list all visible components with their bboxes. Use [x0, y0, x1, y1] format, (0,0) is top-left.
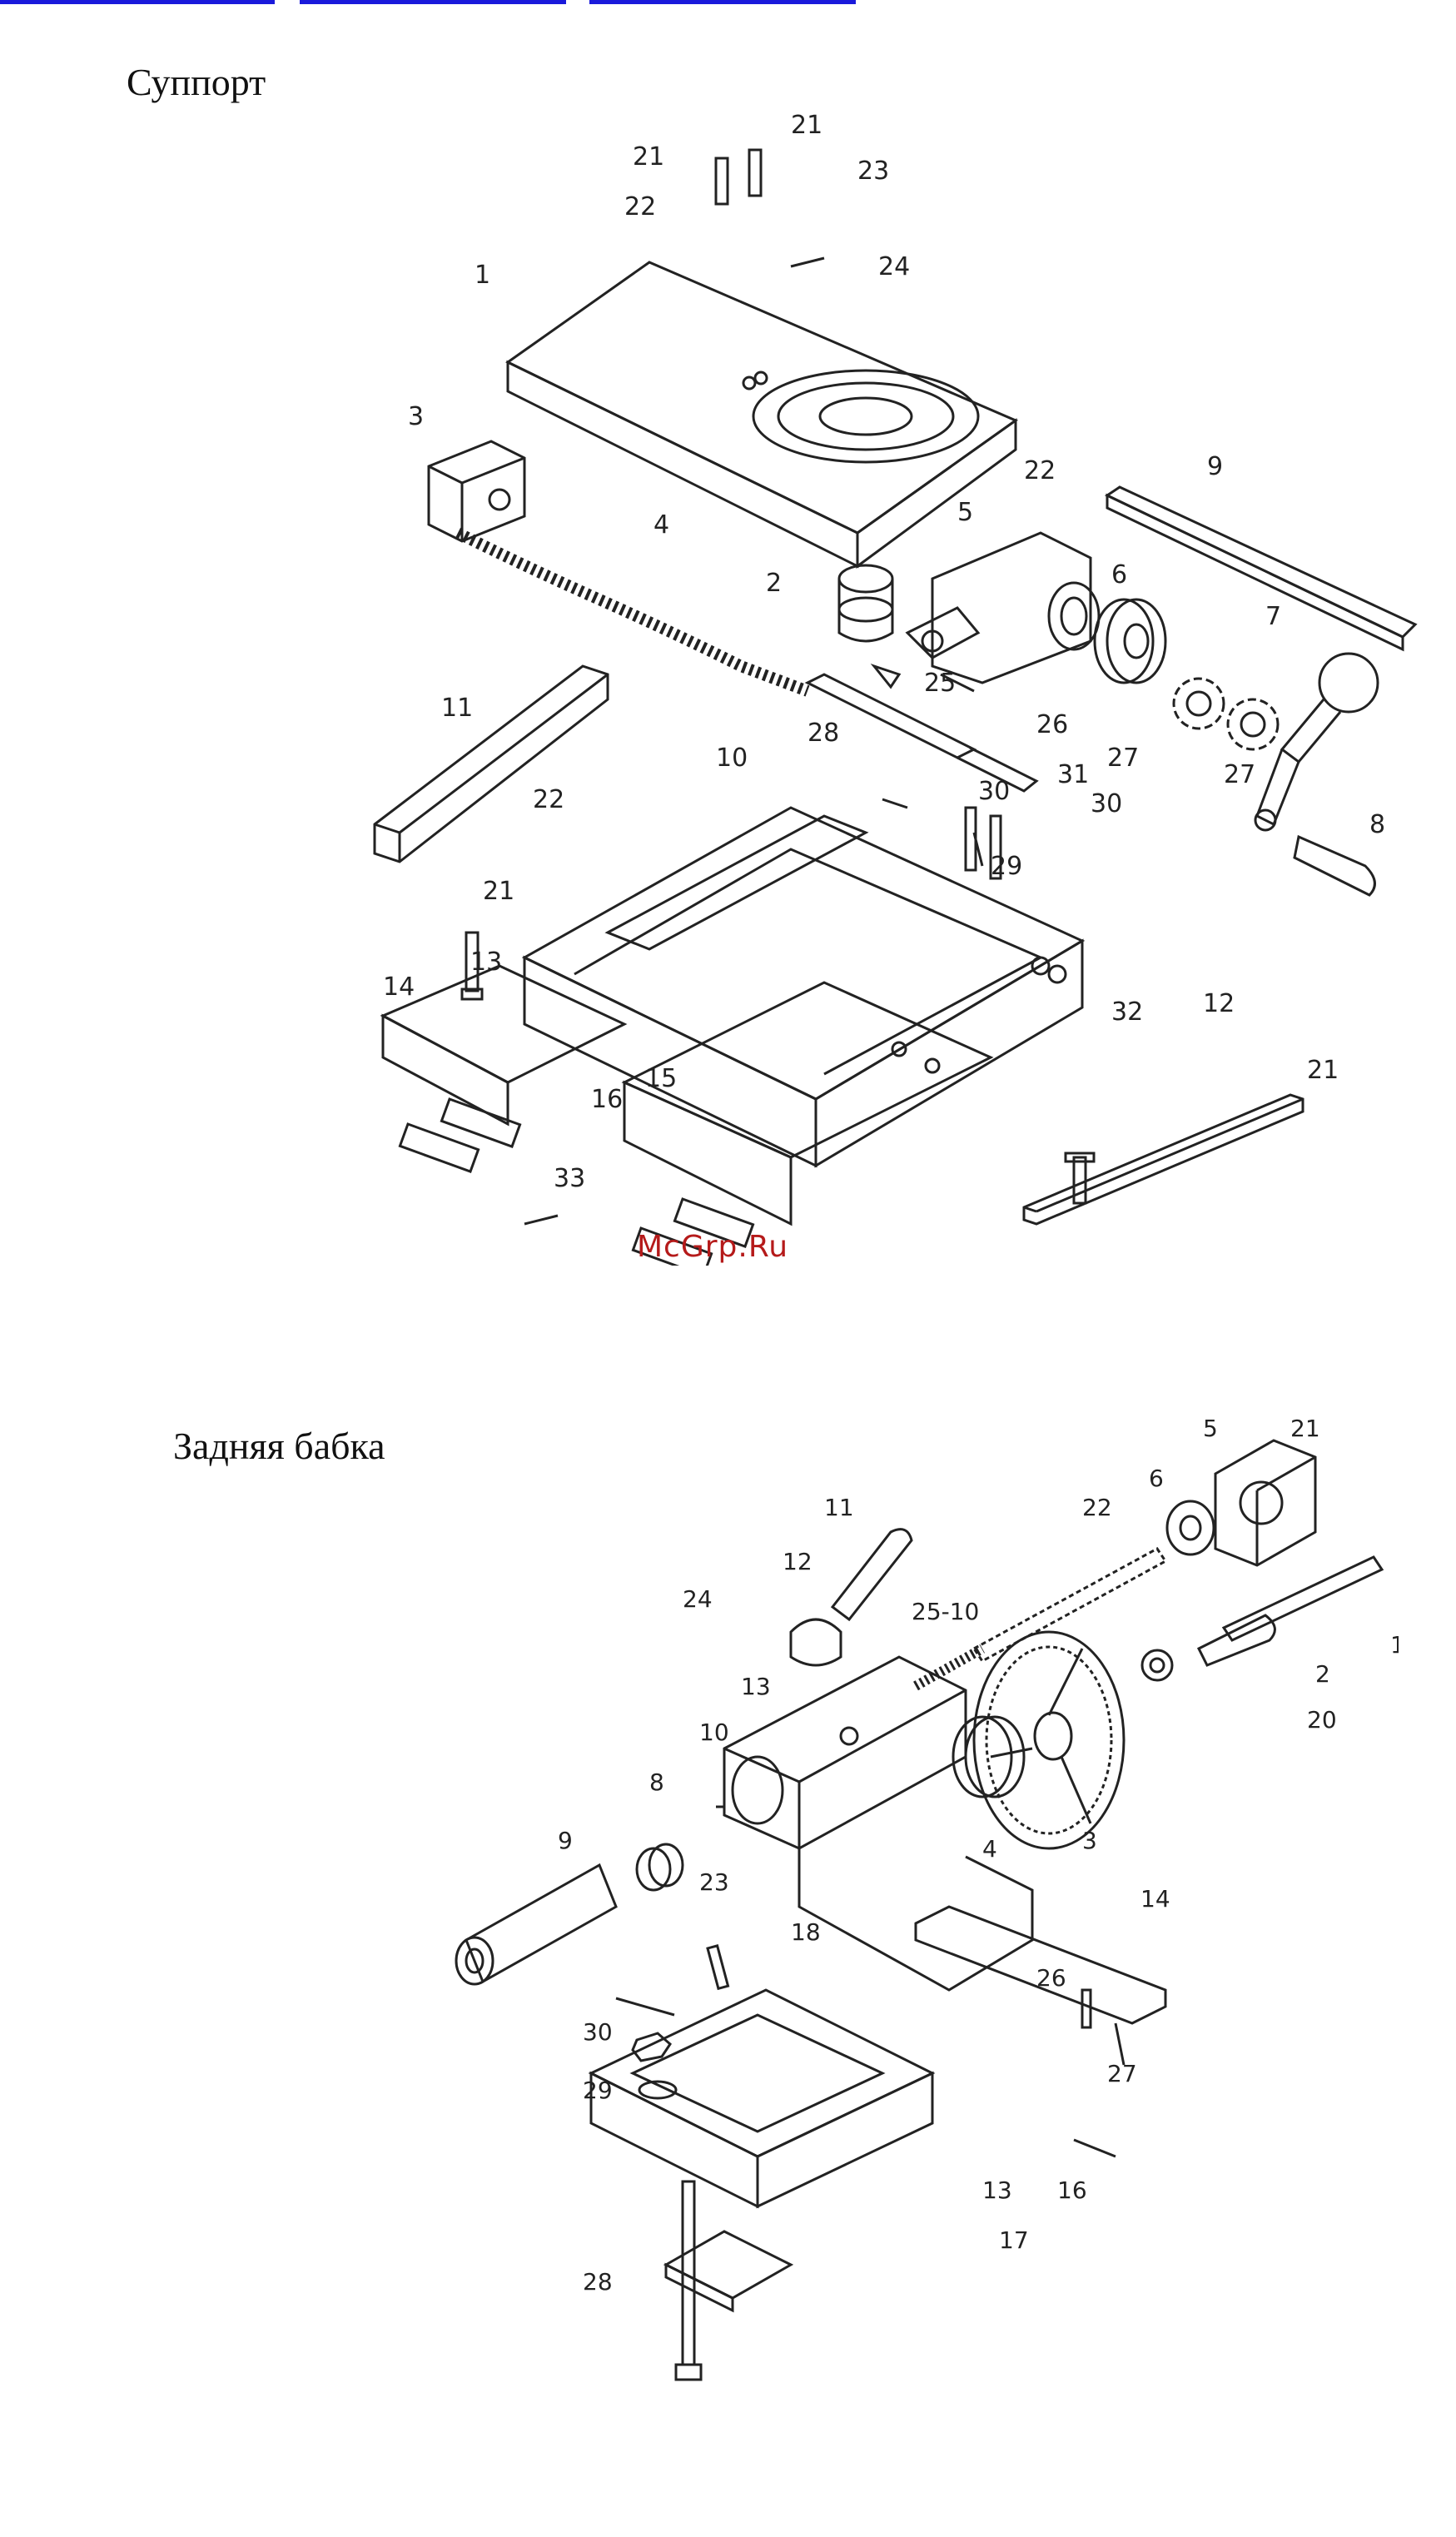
label: 30 [583, 2018, 613, 2046]
label: 2 [1315, 1660, 1330, 1688]
label: 29 [991, 852, 1022, 881]
label: 10 [699, 1719, 729, 1746]
label: 4 [982, 1835, 997, 1863]
label: 23 [699, 1868, 729, 1896]
section-title-tailstock: Задняя бабка [173, 1424, 385, 1468]
label: 28 [583, 2268, 613, 2296]
support-part-labels: 21 21 22 23 24 1 3 4 2 22 5 9 6 7 25 26 … [383, 111, 1385, 1193]
label: 30 [1091, 789, 1122, 818]
label: 21 [791, 111, 822, 140]
label: 5 [957, 498, 973, 527]
label: 16 [1057, 2176, 1087, 2204]
label: 1 [475, 261, 490, 290]
label: 13 [741, 1673, 771, 1700]
label: 14 [383, 973, 415, 1002]
part-saddle-base [383, 966, 991, 1224]
label: 25-10 [912, 1598, 979, 1625]
label: 14 [1140, 1885, 1170, 1913]
part-handle-lever [1255, 654, 1378, 830]
watermark: McGrp.Ru [637, 1230, 788, 1264]
label: 21 [1290, 1415, 1320, 1442]
label: 22 [533, 785, 564, 814]
label: 29 [583, 2077, 613, 2104]
part-long-bar [1107, 487, 1415, 649]
part-handwheel [974, 1632, 1124, 1848]
label: 6 [1111, 560, 1127, 589]
nav-link-1[interactable] [0, 0, 275, 4]
label: 12 [1203, 989, 1235, 1018]
part-bottom-clamp [666, 2231, 791, 2311]
label: 23 [857, 157, 889, 186]
support-exploded-diagram: 21 21 22 23 24 1 3 4 2 22 5 9 6 7 25 26 … [358, 100, 1440, 1266]
label: 31 [1057, 760, 1089, 789]
label: 13 [982, 2176, 1012, 2204]
label: 7 [1265, 602, 1281, 631]
label: 21 [1307, 1056, 1339, 1085]
label: 11 [441, 694, 473, 723]
label: 11 [824, 1494, 854, 1521]
label: 27 [1224, 760, 1255, 789]
label: 32 [1111, 997, 1143, 1027]
label: 9 [1207, 452, 1223, 481]
nav-link-2[interactable] [300, 0, 566, 4]
part-nut [839, 565, 892, 641]
label: 21 [483, 877, 514, 906]
label: 2 [766, 569, 782, 598]
label: 13 [470, 948, 502, 977]
label: 27 [1107, 2060, 1137, 2087]
label: 22 [624, 192, 656, 221]
tailstock-exploded-diagram: 5 21 11 6 22 12 24 25-10 1 2 13 10 20 8 … [450, 1407, 1399, 2490]
part-star-nuts [1174, 679, 1278, 749]
part-top-slide [508, 262, 1016, 566]
label: 3 [1082, 1827, 1097, 1854]
label: 4 [653, 510, 669, 540]
label: 25 [924, 669, 956, 698]
part-base-plate [591, 1990, 932, 2206]
part-block [429, 441, 524, 541]
label: 26 [1036, 1964, 1066, 1992]
label: 24 [878, 252, 910, 281]
label: 1 [1390, 1631, 1399, 1659]
part-bolt [1199, 1557, 1382, 1665]
label: 15 [645, 1064, 677, 1093]
part-gib-rail [375, 666, 608, 862]
part-clamp-cap [791, 1619, 841, 1665]
label: 22 [1024, 456, 1056, 485]
label: 10 [716, 744, 748, 773]
tailstock-part-labels: 5 21 11 6 22 12 24 25-10 1 2 13 10 20 8 … [558, 1415, 1399, 2296]
label: 26 [1036, 710, 1068, 739]
part-bushing [637, 1844, 683, 1890]
label: 33 [554, 1164, 585, 1193]
label: 17 [999, 2226, 1029, 2254]
part-disc [1095, 599, 1165, 683]
label: 24 [683, 1585, 713, 1613]
label: 30 [978, 777, 1010, 806]
label: 28 [808, 719, 839, 748]
part-nut [1142, 1650, 1172, 1680]
label: 12 [783, 1548, 812, 1575]
label: 20 [1307, 1706, 1337, 1734]
label: 9 [558, 1827, 573, 1854]
label: 16 [591, 1085, 623, 1114]
label: 8 [1369, 810, 1385, 839]
part-flange [1215, 1440, 1315, 1565]
nav-link-3[interactable] [589, 0, 856, 4]
label: 6 [1149, 1465, 1164, 1492]
part-ring [1167, 1501, 1214, 1555]
label: 5 [1203, 1415, 1218, 1442]
label: 18 [791, 1918, 821, 1946]
label: 21 [633, 142, 664, 172]
label: 27 [1107, 744, 1139, 773]
part-small-handle [1294, 837, 1374, 895]
part-tailstock-body [724, 1657, 1032, 1990]
section-title-support: Суппорт [127, 60, 266, 104]
part-bracket [907, 533, 1099, 683]
label: 22 [1082, 1494, 1112, 1521]
label: 3 [408, 402, 424, 431]
label: 8 [649, 1768, 664, 1796]
part-handle [832, 1530, 912, 1619]
part-quill [456, 1865, 616, 1984]
